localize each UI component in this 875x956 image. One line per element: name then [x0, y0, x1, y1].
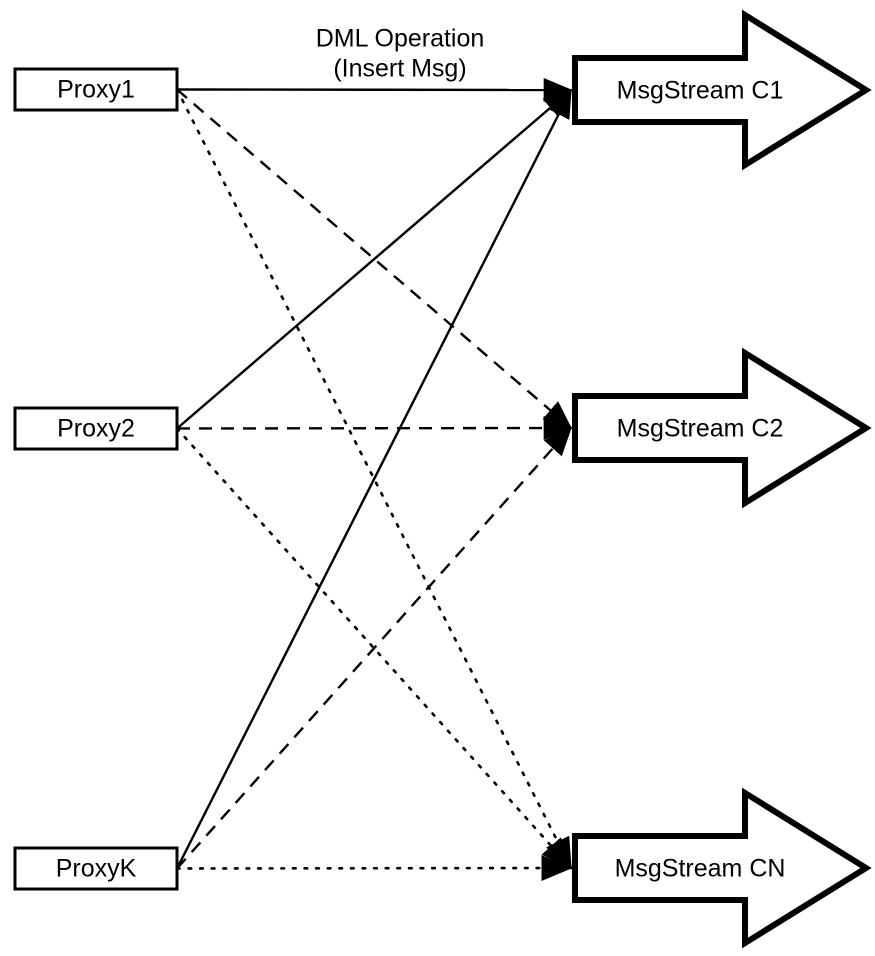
msgstream-node-c1[interactable]: MsgStream C1 [572, 9, 872, 171]
msgstream-c1-label: MsgStream C1 [617, 77, 784, 105]
edge-proxyk-to-msgstream-c1 [175, 88, 573, 870]
msgstream-c2-label: MsgStream C2 [617, 415, 784, 443]
proxy-layer: Proxy1 Proxy2 ProxyK [13, 67, 179, 891]
msgstream-node-c2[interactable]: MsgStream C2 [572, 347, 872, 509]
edge-proxy2-to-msgstream-c1 [176, 89, 573, 430]
proxy2-box[interactable] [13, 406, 179, 451]
dml-operation-annotation-line2: (Insert Msg) [333, 55, 466, 83]
proxy-node-proxy1[interactable]: Proxy1 [13, 67, 179, 112]
edge-proxyk-to-msgstream-cn [175, 855, 573, 882]
msgstream-c2-block-arrow[interactable] [572, 347, 872, 509]
proxy2-label: Proxy2 [57, 415, 135, 443]
proxy1-box[interactable] [13, 67, 179, 112]
msgstream-c1-block-arrow[interactable] [572, 9, 872, 171]
msgstream-layer: MsgStream C1 MsgStream C2 MsgStream CN [572, 9, 872, 949]
proxy-node-proxyk[interactable]: ProxyK [13, 846, 179, 891]
proxy-node-proxy2[interactable]: Proxy2 [13, 406, 179, 451]
proxyk-label: ProxyK [56, 855, 137, 883]
proxy1-label: Proxy1 [57, 76, 135, 104]
msgstream-node-cn[interactable]: MsgStream CN [572, 787, 872, 949]
edge-layer [175, 77, 573, 882]
annotation-layer: DML Operation (Insert Msg) [316, 25, 485, 83]
msgstream-cn-label: MsgStream CN [615, 855, 786, 883]
msgstream-cn-block-arrow[interactable] [572, 787, 872, 949]
proxyk-box[interactable] [13, 846, 179, 891]
edge-proxy2-to-msgstream-c2 [176, 416, 573, 441]
dml-operation-annotation-line1: DML Operation [316, 25, 485, 53]
edge-proxy1-to-msgstream-c1 [176, 77, 573, 102]
edge-proxyk-to-msgstream-c2 [176, 426, 572, 870]
